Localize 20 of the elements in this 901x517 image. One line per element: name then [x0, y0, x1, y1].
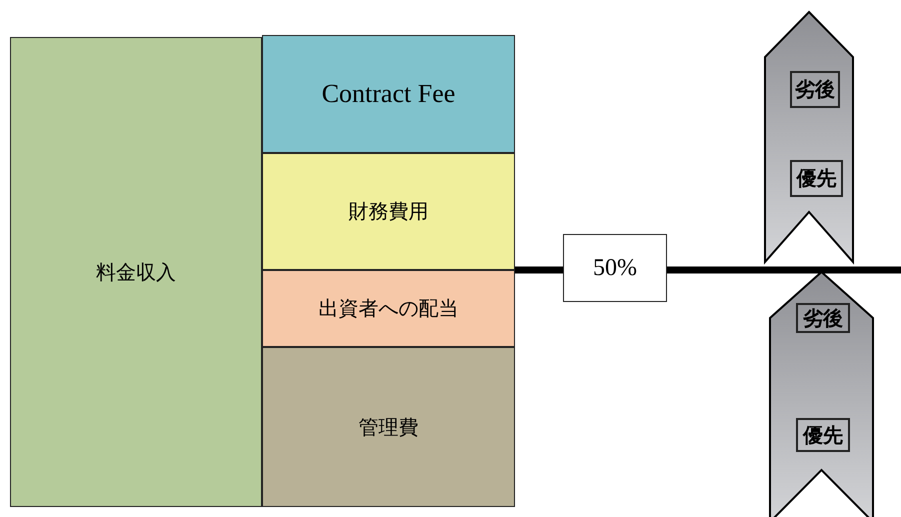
- box-label: 優先: [803, 422, 843, 448]
- box-label: 劣後: [795, 76, 835, 103]
- box-label: Contract Fee: [322, 79, 456, 109]
- box-label: 劣後: [803, 304, 843, 332]
- label-box: [790, 160, 843, 197]
- box-label: 50%: [593, 254, 637, 282]
- label-box: [796, 418, 850, 452]
- box-label: 財務費用: [348, 198, 428, 225]
- label-box: [790, 71, 840, 108]
- percentage-box: [563, 234, 667, 302]
- box-label: 出資者への配当: [318, 295, 458, 322]
- fee-box: [262, 35, 515, 153]
- box-label: 優先: [796, 165, 836, 192]
- label-box: [796, 303, 850, 333]
- cost-box: [262, 153, 515, 270]
- revenue-box: [10, 37, 262, 507]
- dividend-box: [262, 270, 515, 347]
- box-label: 料金収入: [96, 258, 176, 286]
- box-label: 管理費: [358, 414, 418, 440]
- expense-box: [262, 347, 515, 507]
